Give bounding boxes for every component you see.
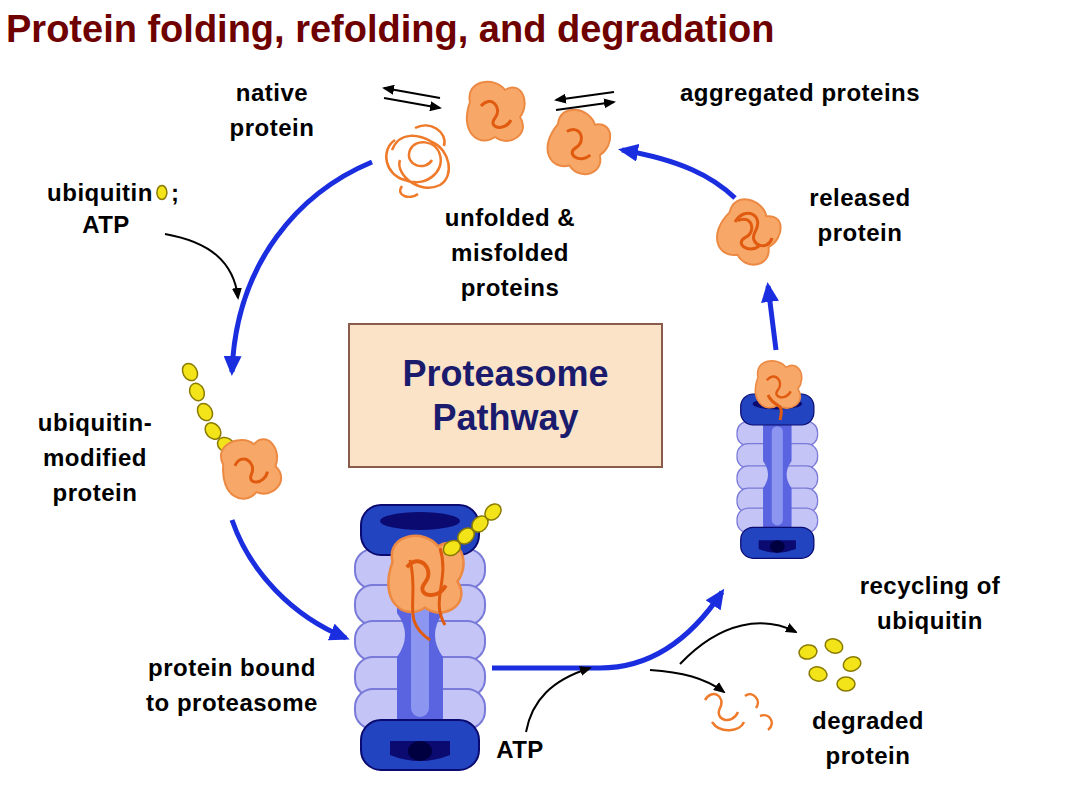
- free-ubiquitin: [798, 636, 863, 691]
- proteasome: [737, 394, 818, 558]
- input-label: ubiquitin: [47, 175, 153, 210]
- input-label: ATP: [82, 207, 130, 242]
- bound-protein: [388, 501, 504, 640]
- equilibrium-arrows: [384, 88, 614, 110]
- input-label: ATP: [496, 732, 544, 767]
- stage-label: unfolded & misfolded proteins: [435, 200, 585, 305]
- modified-protein: [215, 431, 286, 503]
- stage-label: aggregated proteins: [680, 75, 920, 110]
- pathway-box: Proteasome Pathway: [348, 323, 663, 468]
- node-text: Proteasome Pathway: [386, 352, 626, 440]
- output-label: degraded protein: [803, 703, 933, 773]
- native-protein: [386, 125, 449, 196]
- output-label: recycling of ubiquitin: [838, 568, 1023, 638]
- title: Protein folding, refolding, and degradat…: [6, 8, 774, 51]
- input-label: ;: [171, 175, 180, 210]
- bound-protein: [755, 361, 801, 408]
- unfolded-protein: [467, 82, 525, 141]
- ubiquitin-symbol: [157, 186, 167, 200]
- released-protein: [710, 193, 787, 271]
- misfolded-protein: [542, 104, 617, 179]
- stage-label: released protein: [795, 180, 925, 250]
- stage-label: protein bound to proteasome: [135, 650, 330, 720]
- stage-label: ubiquitin-modified protein: [20, 405, 170, 510]
- stage-label: native protein: [212, 75, 332, 145]
- proteasome: [355, 505, 485, 770]
- released-protein: [735, 213, 772, 245]
- cycle-arrows: [232, 150, 776, 668]
- ubiquitin-chain: [179, 361, 237, 456]
- bound-protein: [768, 395, 781, 420]
- degraded-protein: [705, 694, 772, 730]
